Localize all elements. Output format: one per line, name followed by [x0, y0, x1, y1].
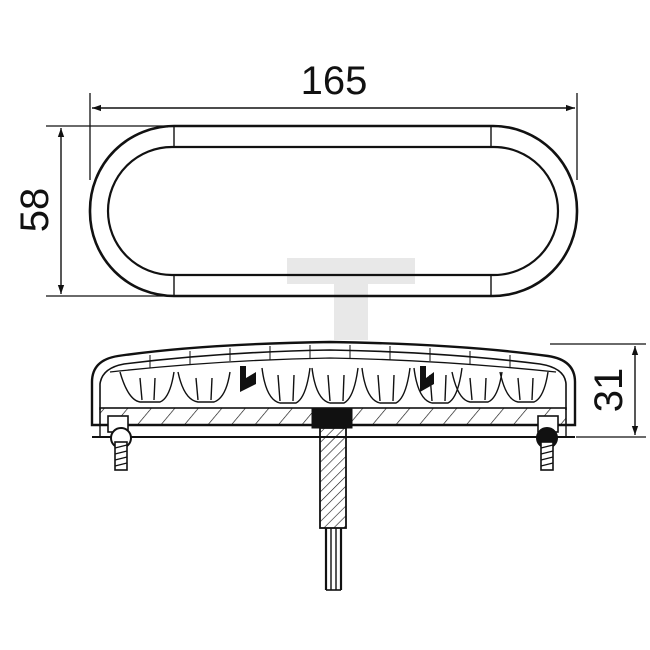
depth-dimension: 31 [550, 343, 646, 438]
led-reflectors [119, 366, 549, 404]
cable [319, 427, 347, 529]
left-stud [107, 415, 132, 471]
lamp-inner-outline [106, 145, 560, 277]
side-view [90, 340, 577, 591]
height-dimension-label: 58 [13, 188, 57, 233]
height-dimension: 58 [13, 128, 65, 294]
depth-dimension-label: 31 [587, 368, 631, 413]
width-dimension-label: 165 [301, 59, 368, 103]
top-view [46, 93, 579, 298]
housing-outline [90, 340, 577, 427]
right-stud [536, 415, 559, 471]
width-dimension: 165 [92, 59, 575, 112]
lamp-outer-outline [88, 124, 579, 298]
cable-grommet [311, 407, 353, 429]
watermark-logo [287, 258, 415, 340]
